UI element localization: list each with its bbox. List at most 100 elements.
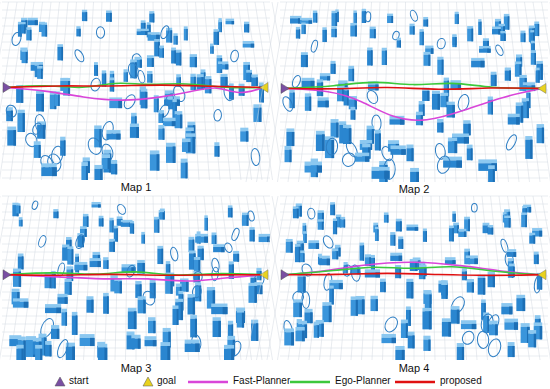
box-obstacle [350,23,357,37]
box-shade [442,60,444,75]
box-shade [458,14,459,24]
box-obstacle [16,203,20,213]
grid-line [10,2,34,180]
box-shade [39,145,41,158]
box-side [34,145,41,158]
box-side [157,249,163,264]
box-top [98,344,107,348]
box-top [35,63,39,66]
box-side [467,29,473,42]
box-obstacle [295,244,301,262]
box-top [463,120,470,123]
grid-line [383,2,389,182]
box-obstacle [537,124,544,143]
box-top [154,39,160,42]
trajectory [6,274,264,276]
box-shade [251,44,254,48]
box-shade [144,235,145,244]
box-obstacle [246,70,252,82]
box-obstacle [504,319,518,330]
box-obstacle [159,46,164,58]
box-obstacle [130,124,139,138]
box-top [114,226,118,229]
box-shade [113,242,115,252]
box-side [106,134,120,140]
box-top [135,281,141,284]
box-top [211,304,227,307]
box-top [80,226,87,229]
box-top [259,234,270,237]
ring-obstacle [55,338,70,359]
box-top [331,11,337,13]
grid-line [136,2,137,180]
box-obstacle [13,269,21,287]
box-side [443,160,462,167]
box-shade [107,260,109,269]
box-shade [384,171,389,179]
box-top [293,299,302,302]
trajectory [6,85,264,87]
box-top [305,93,311,96]
box-top [224,345,234,349]
box-shade [452,105,455,118]
box-obstacle [51,325,59,339]
box-top [109,239,115,242]
ring-obstacle [504,133,518,151]
box-top [197,74,204,77]
box-side [145,340,157,346]
box-shade [347,90,349,105]
box-side [293,209,299,219]
ring-obstacle [435,155,452,175]
box-side [175,114,183,128]
box-top [228,321,233,325]
box-obstacle [80,334,95,346]
box-side [243,44,254,48]
box-shade [232,21,235,24]
box-side [149,13,154,22]
box-obstacle [396,219,402,232]
box-top [117,216,123,219]
box-side [92,204,101,207]
box-shade [541,64,543,80]
box-top [149,11,154,13]
box-shade [509,307,512,315]
box-top [185,127,193,131]
box-top [437,119,443,122]
box-top [243,62,250,65]
box-side [86,300,93,313]
box-obstacle [154,217,159,233]
box-top [330,61,335,64]
box-obstacle [333,218,337,234]
box-side [61,312,67,325]
box-shade [56,308,61,314]
box-obstacle [504,216,510,228]
box-obstacle [467,145,473,161]
box-top [296,203,302,205]
box-top [519,75,526,78]
start-marker [281,83,289,93]
box-shade [374,29,376,38]
box-top [504,319,518,323]
box-obstacle [212,232,217,244]
box-shade [218,321,220,337]
grid-line [533,196,550,360]
box-side [332,251,338,259]
box-top [244,22,249,24]
box-shade [542,128,544,144]
box-side [57,297,67,304]
box-shade [204,237,208,243]
box-obstacle [432,91,440,110]
box-obstacle [21,22,26,34]
box-side [423,231,427,242]
ring-obstacle [392,30,401,40]
box-shade [415,227,419,231]
box-top [166,261,171,264]
box-side [213,247,224,252]
box-side [37,69,43,79]
box-side [195,237,208,243]
box-shade [68,81,70,96]
box-obstacle [147,71,152,83]
box-shade [344,219,345,227]
box-top [195,234,208,237]
box-top [249,227,254,230]
